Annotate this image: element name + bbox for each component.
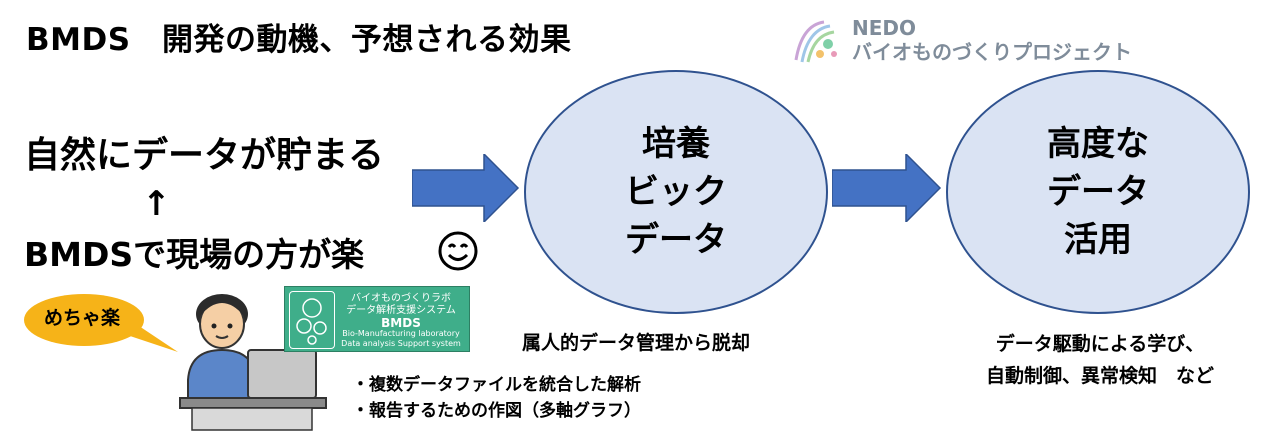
bmds-logo: バイオものづくりラボ データ解析支援システム BMDS Bio-Manufact…	[284, 286, 470, 352]
bullet-item: ・報告するための作図（多軸グラフ）	[352, 401, 641, 421]
ellipse2-line3: 活用	[1064, 220, 1132, 260]
culture-big-data-ellipse: 培養 ビック データ	[524, 70, 828, 314]
bmds-logo-line3: BMDS	[381, 316, 421, 330]
ellipse1-line3: データ	[625, 220, 727, 260]
nedo-line1: NEDO	[852, 16, 917, 40]
bmds-logo-line2: データ解析支援システム	[346, 305, 456, 316]
ellipse1-line2: ビック	[625, 172, 727, 212]
bullet-list: ・複数データファイルを統合した解析 ・報告するための作図（多軸グラフ）	[352, 372, 641, 424]
sub2-line1: データ駆動による学び、	[995, 333, 1205, 355]
bmds-logo-line5: Data analysis Support system	[341, 339, 461, 348]
data-driven-text: データ駆動による学び、 自動制御、異常検知 など	[945, 328, 1255, 392]
advanced-data-use-ellipse: 高度な データ 活用	[946, 70, 1250, 314]
up-arrow-icon: ↑	[142, 184, 171, 224]
ellipse2-line1: 高度な	[1047, 124, 1149, 164]
speech-bubble-icon	[24, 294, 178, 352]
nedo-logo-icon	[794, 20, 837, 63]
bmds-easy-text: BMDSで現場の方が楽	[24, 235, 365, 274]
bmds-logo-line4: Bio-Manufacturing laboratory	[342, 329, 460, 338]
smiley-icon	[438, 231, 478, 271]
bubble-text: めちゃ楽	[44, 307, 121, 329]
right-arrow-icon	[412, 154, 520, 222]
right-arrow-icon	[832, 154, 942, 222]
data-accumulates-text: 自然にデータが貯まる	[24, 135, 385, 176]
person-at-laptop-icon	[179, 294, 327, 431]
sub2-line2: 自動制御、異常検知 など	[985, 365, 1214, 387]
bullet-item: ・複数データファイルを統合した解析	[352, 375, 641, 395]
nedo-line2: バイオものづくりプロジェクト	[852, 40, 1132, 64]
nedo-text: NEDO バイオものづくりプロジェクト	[852, 16, 1132, 64]
ellipse1-line1: 培養	[642, 124, 710, 164]
escape-personal-data-text: 属人的データ管理から脱却	[522, 332, 751, 354]
page-title: BMDS 開発の動機、予想される効果	[26, 22, 572, 58]
bmds-logo-line1: バイオものづくりラボ	[351, 293, 451, 304]
ellipse2-line2: データ	[1047, 172, 1149, 212]
bmds-circles-icon	[289, 291, 335, 349]
